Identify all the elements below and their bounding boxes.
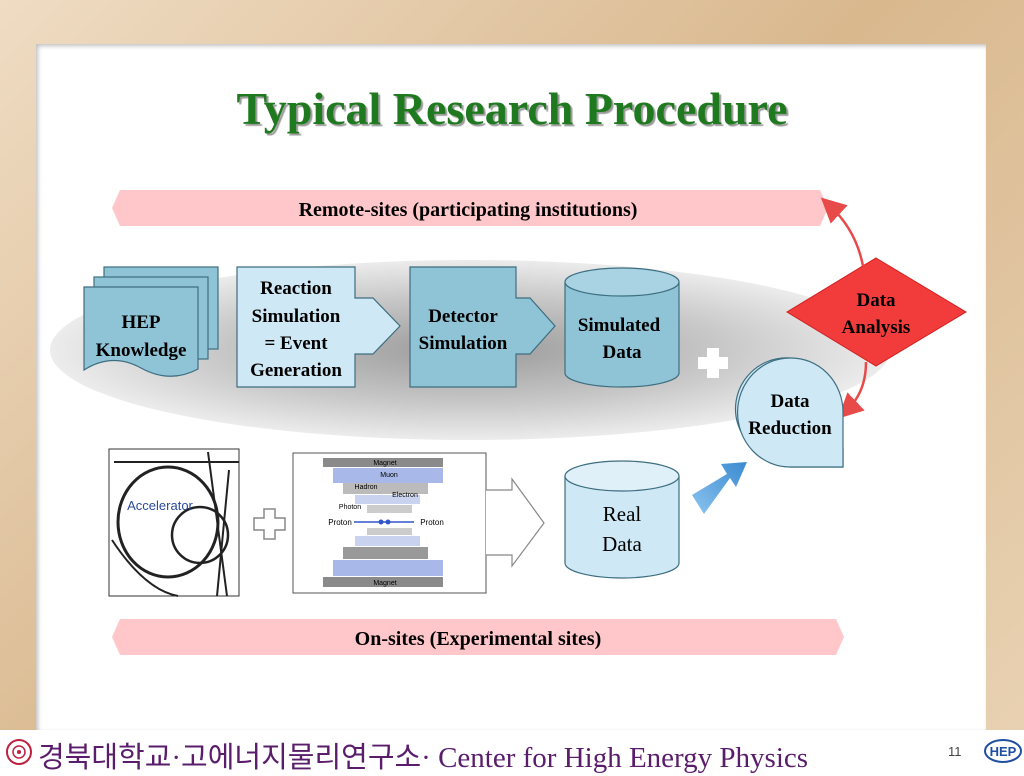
- hep-knowledge-line-2: Knowledge: [96, 340, 187, 361]
- accelerator-image: Accelerator: [108, 448, 240, 597]
- hadron-label: Hadron: [355, 484, 378, 491]
- hep-knowledge-line-1: HEP: [121, 312, 160, 333]
- detector-line-1: Detector: [428, 306, 498, 327]
- detector-schematic-image: Magnet Muon Hadron Electron Photon Proto…: [292, 452, 545, 594]
- real-data-line-2: Data: [602, 532, 642, 556]
- real-data-cylinder: Real Data: [564, 460, 680, 579]
- proton-left-label: Proton: [328, 518, 352, 527]
- footer-text: 경북대학교·고에너지물리연구소· Center for High Energy …: [38, 742, 809, 774]
- analysis-line-2: Analysis: [842, 317, 911, 338]
- proton-right-label: Proton: [420, 518, 444, 527]
- on-sites-banner: On-sites (Experimental sites): [112, 619, 844, 655]
- real-data-line-1: Real: [603, 502, 642, 526]
- analysis-line-1: Data: [856, 290, 896, 311]
- hep-knowledge-node: HEP Knowledge: [83, 266, 219, 377]
- reduction-line-2: Reduction: [748, 418, 832, 439]
- slide-title: Typical Research Procedure: [236, 83, 788, 134]
- hep-logo-text: HEP: [990, 744, 1017, 759]
- analysis-to-reduction-arrow: [837, 361, 868, 419]
- data-reduction-node: Data Reduction: [734, 357, 844, 468]
- simulated-line-1: Simulated: [578, 315, 661, 336]
- analysis-to-remote-arrow: [820, 197, 865, 267]
- magnet-top-label: Magnet: [373, 460, 396, 467]
- page-number: 11: [948, 744, 962, 759]
- magnet-bottom-label: Magnet: [373, 580, 396, 587]
- data-analysis-node: Data Analysis: [786, 257, 967, 367]
- photon-label: Photon: [339, 504, 361, 511]
- on-sites-label: On-sites (Experimental sites): [355, 628, 602, 650]
- detector-line-2: Simulation: [419, 333, 508, 354]
- reaction-line-2: Simulation: [252, 306, 341, 327]
- hep-logo-icon: HEP: [984, 739, 1022, 763]
- reaction-line-4: Generation: [250, 360, 342, 381]
- reaction-line-1: Reaction: [260, 278, 332, 299]
- remote-sites-label: Remote-sites (participating institutions…: [299, 199, 638, 221]
- plus-icon-outline: [253, 508, 286, 540]
- detector-simulation-node: Detector Simulation: [409, 266, 556, 388]
- plus-icon-white: [698, 348, 728, 378]
- footer-bar: [0, 730, 1024, 768]
- university-emblem-icon: [6, 739, 32, 765]
- real-to-reduction-arrow: [692, 462, 747, 514]
- accelerator-label: Accelerator: [127, 498, 193, 513]
- muon-label: Muon: [380, 472, 398, 479]
- reduction-line-1: Data: [770, 391, 810, 412]
- simulated-data-cylinder: Simulated Data: [564, 267, 680, 388]
- reaction-line-3: = Event: [264, 333, 328, 354]
- simulated-line-2: Data: [602, 342, 642, 363]
- reaction-simulation-node: Reaction Simulation = Event Generation: [236, 266, 401, 388]
- electron-label: Electron: [392, 492, 418, 499]
- procedure-diagram: Remote-sites (participating institutions…: [50, 190, 967, 655]
- remote-sites-banner: Remote-sites (participating institutions…: [112, 190, 828, 226]
